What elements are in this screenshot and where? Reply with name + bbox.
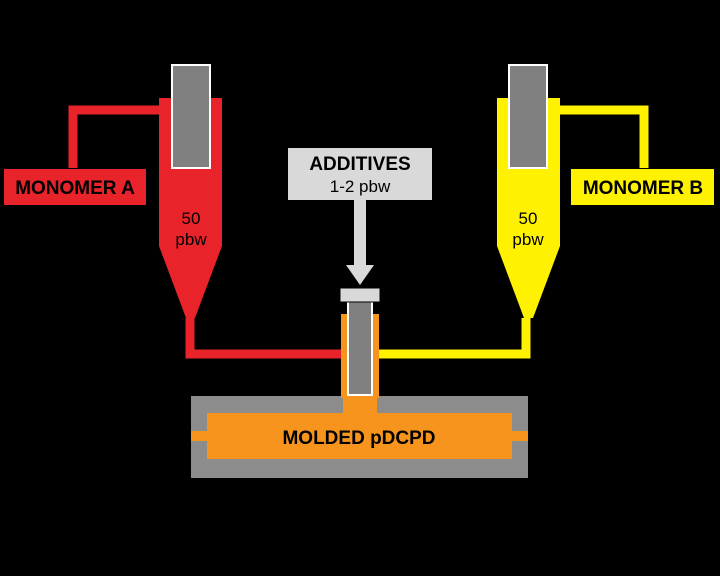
monomer-a-label-box (4, 169, 146, 205)
monomer-a-feed-line (68, 105, 168, 168)
monomer-b-piston (508, 64, 548, 169)
monomer-a-outlet-line (185, 318, 345, 359)
additives-arrow (346, 200, 374, 285)
monomer-b-tank (497, 64, 560, 318)
monomer-a-tank (159, 64, 222, 318)
mixing-head-cap (339, 287, 381, 303)
mold-channel (191, 431, 528, 441)
monomer-a-label: MONOMER A (15, 178, 135, 199)
mold (191, 392, 528, 478)
additives-amount: 1-2 pbw (330, 177, 391, 196)
monomer-b-unit: pbw (512, 230, 544, 249)
monomer-a-piston (171, 64, 211, 169)
monomer-a-amount: 50 (182, 209, 201, 228)
additives-label-box (288, 148, 432, 200)
monomer-a-unit: pbw (175, 230, 207, 249)
monomer-b-amount: 50 (519, 209, 538, 228)
monomer-b-feed-line (545, 105, 649, 168)
mixing-head (339, 287, 381, 398)
monomer-b-outlet-line (372, 318, 531, 359)
mold-label: MOLDED pDCPD (282, 428, 435, 449)
monomer-b-label-box (571, 169, 714, 205)
mixing-piston (347, 299, 373, 396)
additives-label: ADDITIVES (309, 154, 410, 175)
monomer-b-label: MONOMER B (583, 178, 703, 199)
